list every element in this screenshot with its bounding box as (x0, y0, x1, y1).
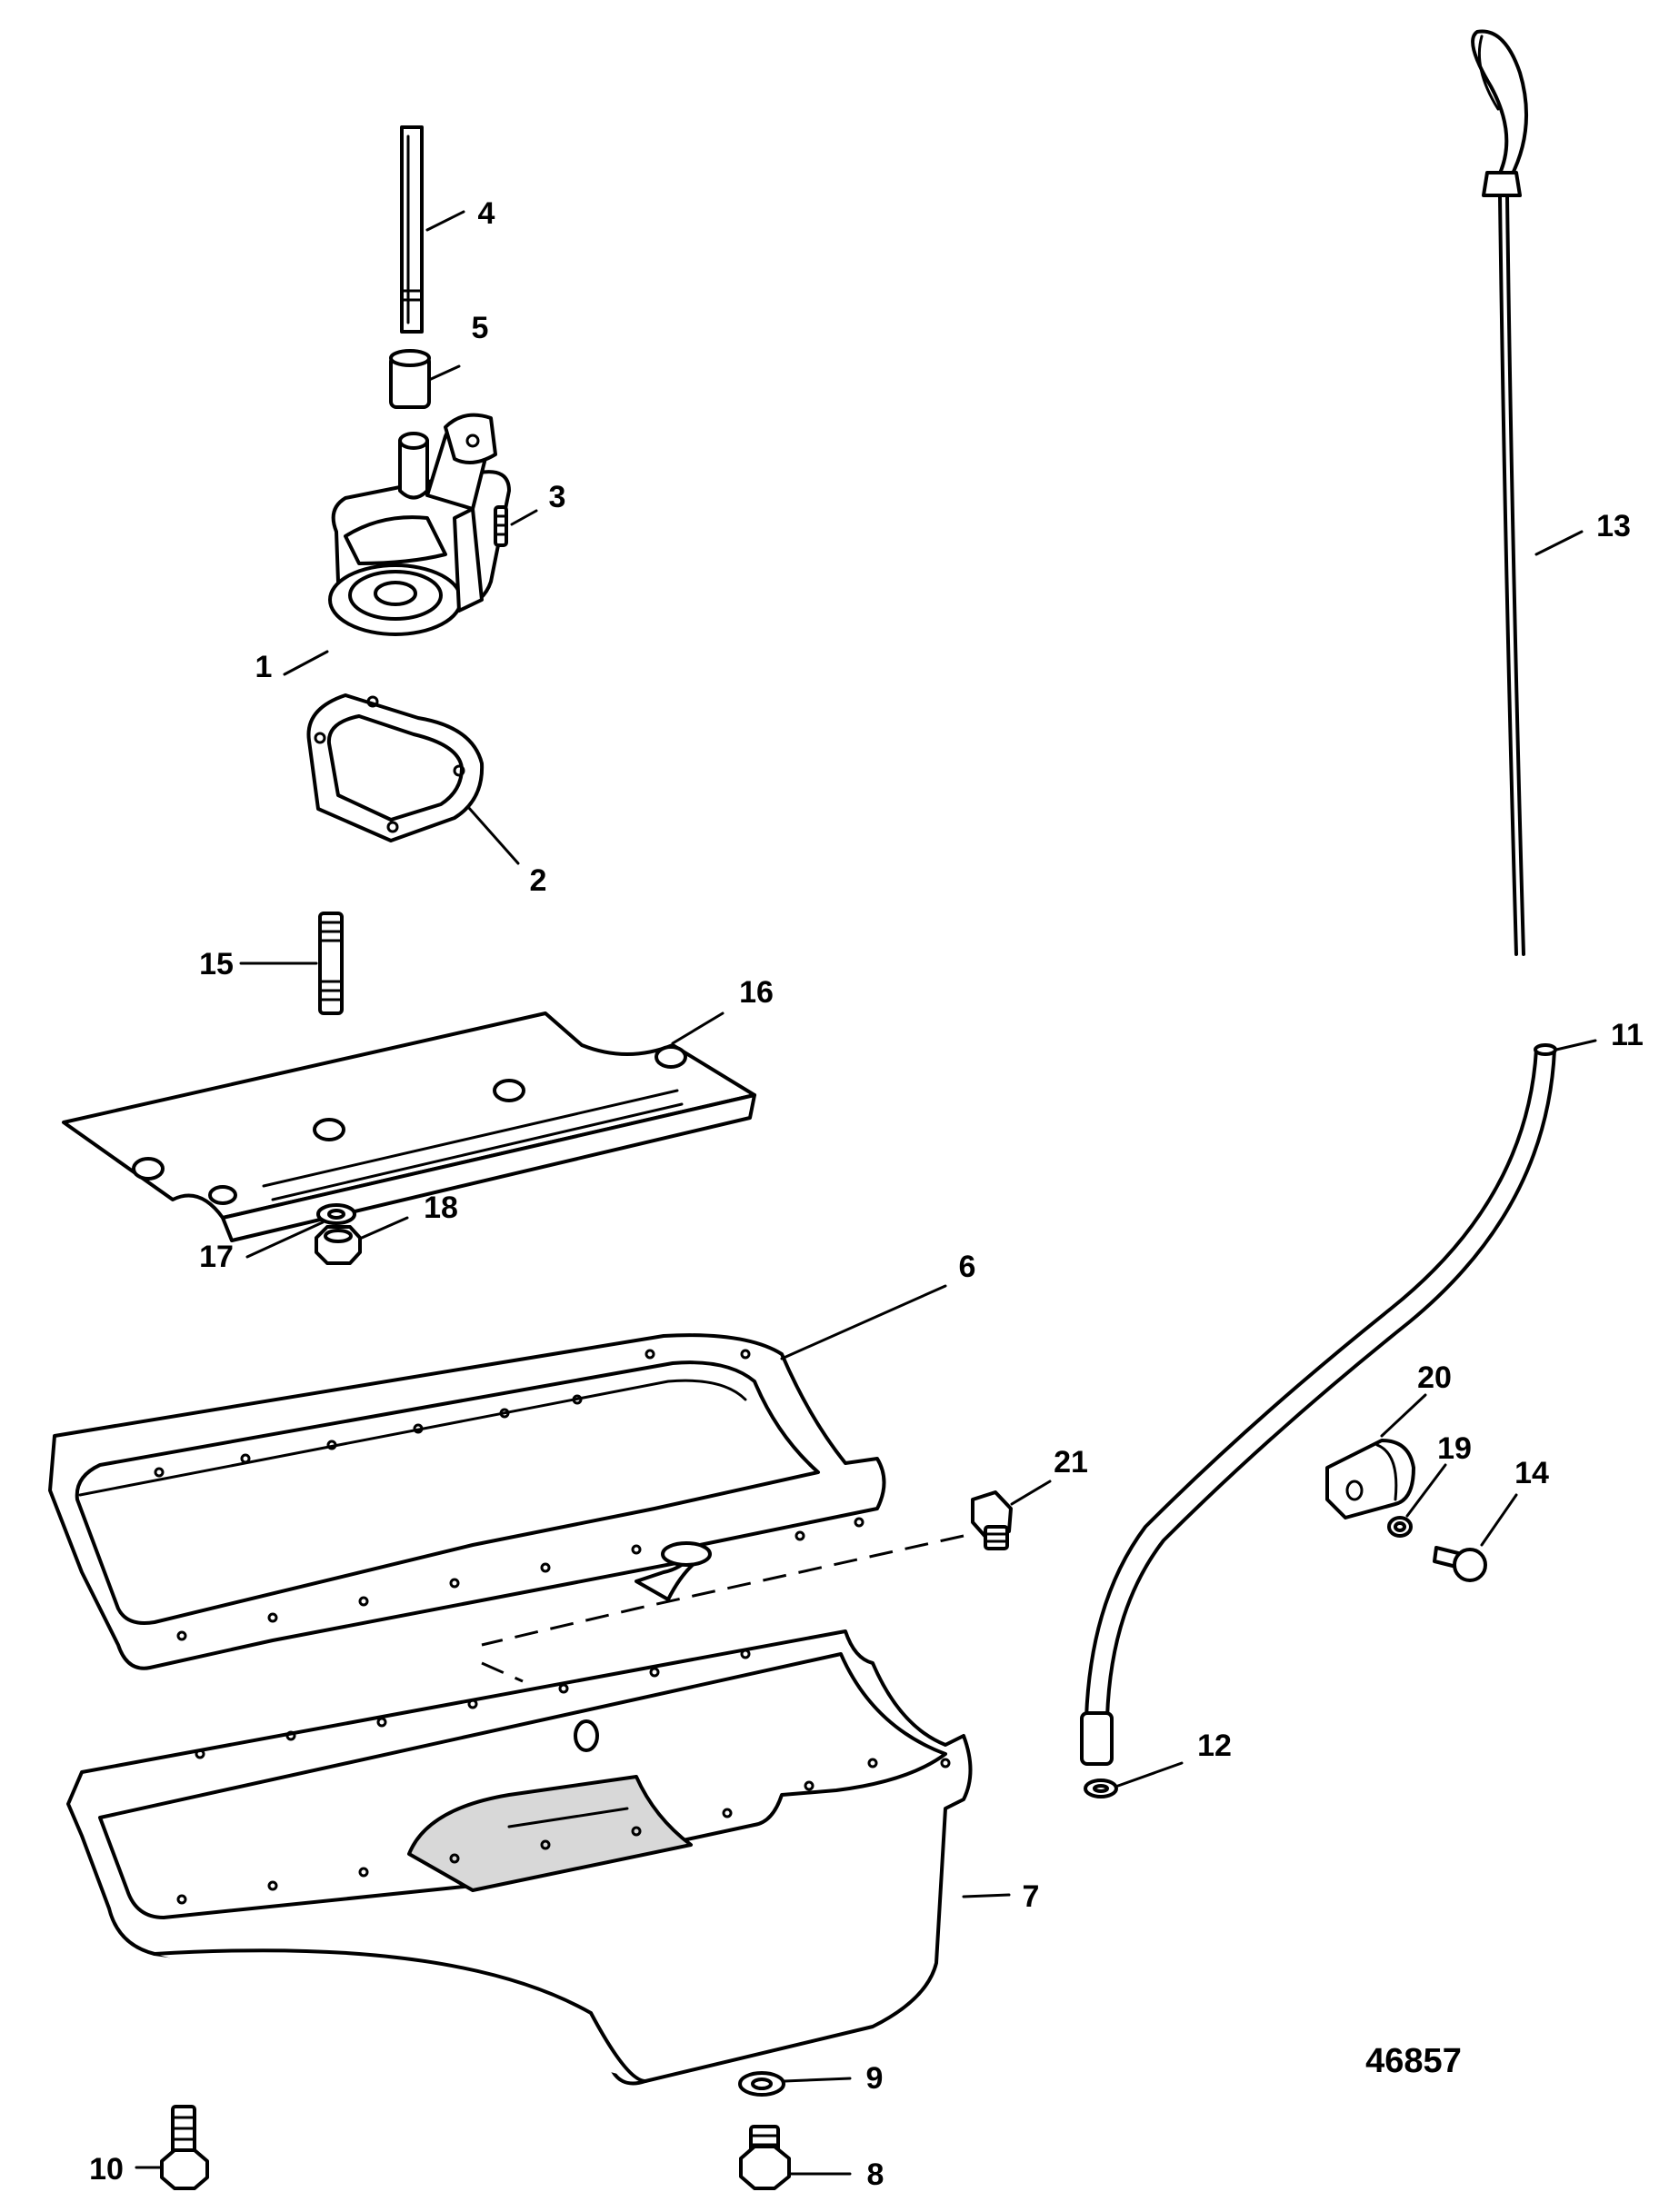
part-8-drain-plug (739, 2125, 791, 2190)
callout-4: 4 (478, 196, 495, 231)
part-20-clamp (1325, 1439, 1415, 1520)
callout-8: 8 (867, 2157, 884, 2192)
callout-14: 14 (1514, 1456, 1549, 1490)
part-11-dipstick-tube (1080, 1043, 1557, 1766)
part-15-stud (318, 912, 344, 1015)
part-1-oil-pump (328, 413, 511, 636)
callout-12: 12 (1197, 1729, 1232, 1763)
callout-5: 5 (472, 311, 489, 345)
pan-gasket-bolt-holes (154, 1349, 864, 1641)
part-12-washer (1084, 1779, 1118, 1798)
callout-18: 18 (424, 1191, 458, 1225)
part-21-drain-plug (971, 1490, 1013, 1550)
callout-15: 15 (199, 947, 234, 981)
part-3-pin (494, 505, 508, 547)
callout-7: 7 (1023, 1879, 1040, 1914)
part-6-pan-gasket (48, 1333, 886, 1670)
part-16-windage-tray (62, 1011, 756, 1242)
part-7-oil-pan (66, 1629, 973, 2086)
callout-1: 1 (255, 650, 273, 684)
part-9-washer (738, 2071, 785, 2097)
part-19-washer (1387, 1516, 1413, 1538)
callout-16: 16 (739, 975, 774, 1010)
part-13-dipstick (1471, 29, 1529, 956)
callout-10: 10 (89, 2152, 124, 2187)
callout-11: 11 (1611, 1018, 1644, 1052)
callout-13: 13 (1596, 509, 1631, 543)
callout-2: 2 (530, 863, 547, 898)
alignment-dashed-line (481, 1534, 964, 1647)
callout-3: 3 (549, 480, 566, 514)
callout-9: 9 (866, 2061, 884, 2096)
callout-labels: 1 2 3 4 5 6 7 8 9 10 11 12 13 14 15 16 1… (89, 196, 1644, 2192)
oil-pan-bolt-holes (176, 1649, 951, 1905)
leader-lines (135, 210, 1597, 2176)
figure-number: 46857 (1365, 2042, 1462, 2080)
callout-6: 6 (959, 1250, 976, 1284)
callout-21: 21 (1054, 1445, 1088, 1480)
part-17-washer (316, 1203, 356, 1225)
part-2-gasket (306, 693, 485, 842)
callout-19: 19 (1437, 1431, 1472, 1466)
part-14-screw (1433, 1546, 1487, 1582)
part-18-nut (315, 1225, 362, 1265)
callout-17: 17 (199, 1240, 234, 1274)
callout-20: 20 (1417, 1360, 1452, 1395)
part-5-sleeve (389, 349, 431, 409)
part-10-bolt (160, 2105, 209, 2190)
part-4-shaft (400, 125, 424, 334)
alignment-dashed-line-lower (481, 1661, 524, 1683)
